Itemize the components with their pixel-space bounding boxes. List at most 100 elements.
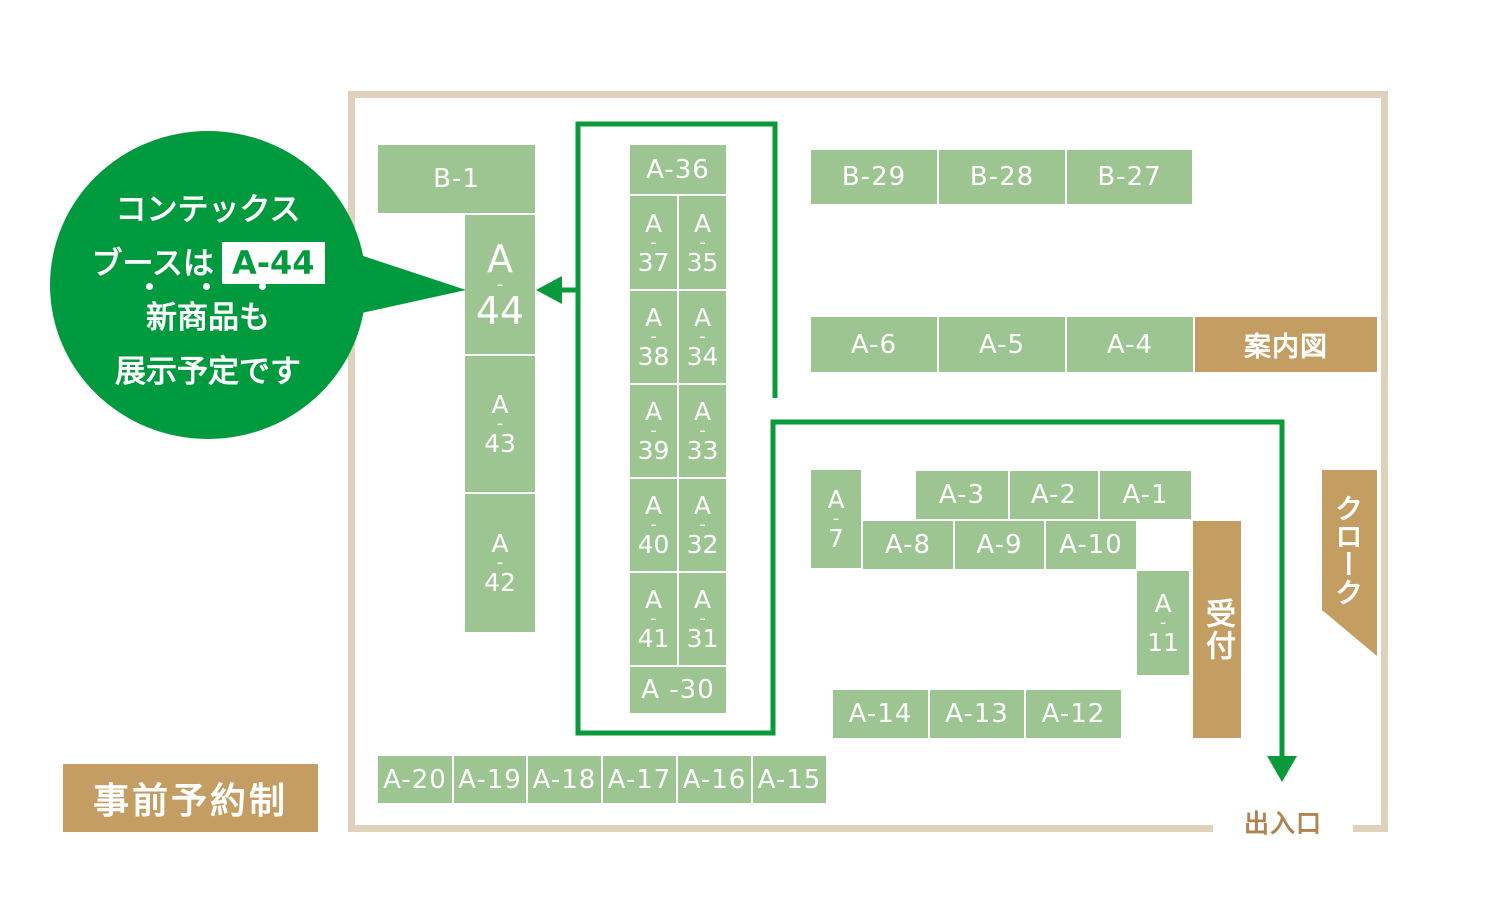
booth-a-13[interactable]: A-13 [930, 690, 1024, 738]
booth-a-31-dash: - [699, 608, 706, 629]
booth-a-43[interactable]: A - 43 [465, 356, 535, 492]
booth-a-42-num: 42 [484, 568, 516, 597]
booth-a-41-num: 41 [637, 624, 670, 653]
booth-a-34-num: 34 [686, 342, 719, 371]
booth-a-34-dash: - [699, 326, 706, 347]
booth-a-33-num: 33 [686, 436, 719, 465]
callout-tail [330, 245, 466, 320]
booth-a-11-letter: A [1154, 589, 1172, 618]
booth-a-42[interactable]: A - 42 [465, 494, 535, 632]
booth-a-11[interactable]: A - 11 [1137, 571, 1189, 675]
booth-a-43-num: 43 [484, 429, 516, 458]
booth-a-6[interactable]: A-6 [811, 317, 937, 372]
booth-a-42-dash: - [496, 552, 504, 573]
booth-a-39[interactable]: A - 39 [630, 385, 677, 477]
booth-a-11-num: 11 [1147, 628, 1179, 657]
booth-a-34-letter: A [693, 303, 712, 332]
booth-a-38[interactable]: A - 38 [630, 291, 677, 383]
booth-a-7[interactable]: A - 7 [811, 470, 861, 568]
booth-a-7-letter: A [827, 485, 845, 514]
booth-b-29[interactable]: B-29 [811, 150, 937, 204]
booth-a-31-num: 31 [686, 624, 719, 653]
booth-a-38-num: 38 [637, 342, 670, 371]
booth-a-8[interactable]: A-8 [863, 521, 953, 569]
emphasis-dots [146, 283, 266, 293]
booth-a-18[interactable]: A-18 [528, 756, 601, 803]
booth-a-34[interactable]: A - 34 [679, 291, 726, 383]
booth-a-40-num: 40 [637, 530, 670, 559]
booth-a-30[interactable]: A -30 [630, 667, 726, 713]
booth-a-4[interactable]: A-4 [1067, 317, 1193, 372]
booth-a-17[interactable]: A-17 [603, 756, 676, 803]
booth-a-44[interactable]: A - 44 [465, 215, 535, 354]
booth-a-32-num: 32 [686, 530, 719, 559]
route-arrow-to-a44 [536, 276, 562, 304]
booth-a-20[interactable]: A-20 [378, 756, 452, 803]
callout-line-2-prefix: ブースは [91, 246, 214, 282]
callout-line-4: 展示予定です [115, 354, 301, 390]
booth-a-41-dash: - [650, 608, 657, 629]
booth-a-40-letter: A [644, 491, 663, 520]
booth-a-37[interactable]: A - 37 [630, 196, 677, 289]
booth-a-19[interactable]: A-19 [454, 756, 526, 803]
booth-a-12[interactable]: A-12 [1026, 690, 1121, 738]
info-map-booth[interactable]: 案内図 [1195, 317, 1377, 372]
booth-a-39-letter: A [644, 397, 663, 426]
entrance-gap [1213, 818, 1353, 838]
booth-a-40-dash: - [650, 514, 657, 535]
booth-a-39-dash: - [650, 420, 657, 441]
booth-a-39-num: 39 [637, 436, 670, 465]
booth-a-41[interactable]: A - 41 [630, 573, 677, 665]
booth-b-28[interactable]: B-28 [939, 150, 1065, 204]
callout-booth-highlight: A-44 [221, 242, 325, 284]
reservation-badge: 事前予約制 [63, 764, 318, 832]
booth-a-43-dash: - [496, 413, 504, 434]
booth-a-9[interactable]: A-9 [955, 521, 1044, 569]
booth-a-11-dash: - [1159, 612, 1167, 633]
booth-a-44-letter: A [487, 236, 513, 281]
booth-a-32[interactable]: A - 32 [679, 479, 726, 571]
booth-a-43-letter: A [491, 390, 509, 419]
booth-a-33-letter: A [693, 397, 712, 426]
booth-a-1[interactable]: A-1 [1100, 471, 1191, 519]
callout-line-1: コンテックス [115, 192, 301, 228]
booth-a-37-letter: A [644, 208, 663, 238]
callout-line-3: 新商品も [146, 300, 270, 336]
booth-b-27[interactable]: B-27 [1067, 150, 1192, 204]
booth-a-7-dash: - [832, 508, 840, 529]
booth-a-35-num: 35 [686, 247, 719, 277]
booth-a-31-letter: A [693, 585, 712, 614]
booth-a-37-num: 37 [637, 247, 670, 277]
booth-a-35-letter: A [693, 208, 712, 238]
booth-a-15[interactable]: A-15 [753, 756, 826, 803]
booth-a-10[interactable]: A-10 [1046, 521, 1136, 569]
booth-a-5[interactable]: A-5 [939, 317, 1065, 372]
booth-a-2[interactable]: A-2 [1010, 471, 1098, 519]
booth-a-16[interactable]: A-16 [678, 756, 751, 803]
booth-b-1[interactable]: B-1 [378, 145, 535, 213]
booth-a-33[interactable]: A - 33 [679, 385, 726, 477]
booth-a-31[interactable]: A - 31 [679, 573, 726, 665]
booth-a-33-dash: - [699, 420, 706, 441]
booth-a-14[interactable]: A-14 [833, 690, 928, 738]
entrance-label: 出入口 [1243, 809, 1322, 838]
booth-a-38-dash: - [650, 326, 657, 347]
booth-a-38-letter: A [644, 303, 663, 332]
booth-a-40[interactable]: A - 40 [630, 479, 677, 571]
booth-a-3[interactable]: A-3 [916, 471, 1008, 519]
booth-a-42-letter: A [491, 529, 509, 558]
booth-a-41-letter: A [644, 585, 663, 614]
booth-a-44-num: 44 [475, 288, 525, 333]
cloak-room[interactable] [1322, 470, 1377, 656]
reception-desk[interactable]: 受付 [1193, 521, 1241, 738]
booth-a-32-letter: A [693, 491, 712, 520]
hall-wall [348, 91, 1388, 832]
booth-a-37-dash: - [650, 231, 657, 253]
booth-a-32-dash: - [699, 514, 706, 535]
route-arrow-to-exit [1267, 756, 1297, 782]
booth-a-35[interactable]: A - 35 [679, 196, 726, 289]
booth-a-36[interactable]: A-36 [630, 145, 726, 194]
